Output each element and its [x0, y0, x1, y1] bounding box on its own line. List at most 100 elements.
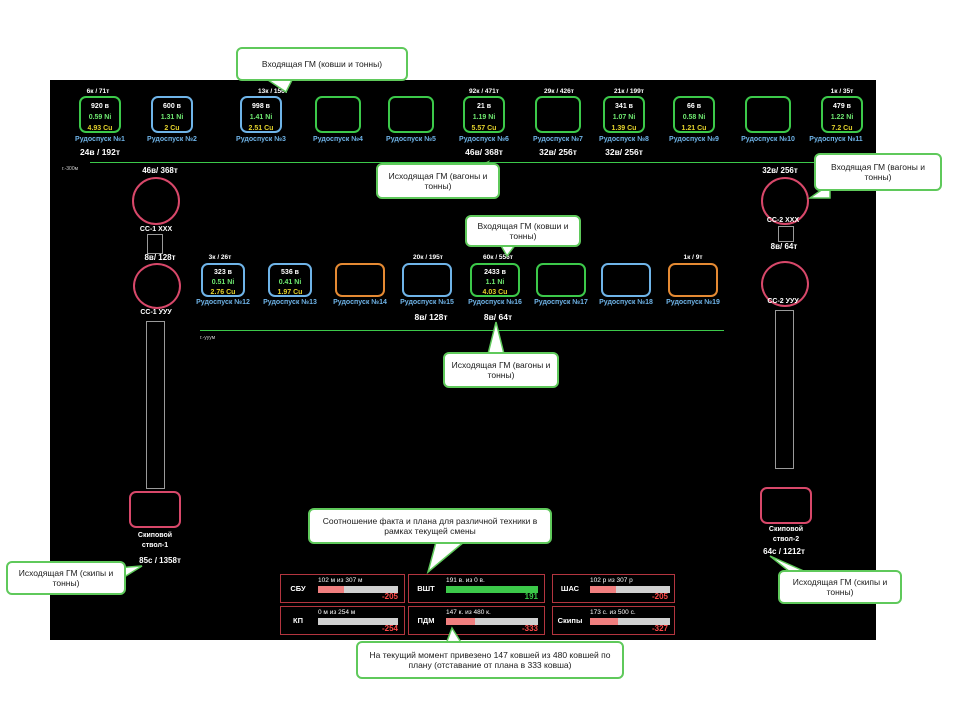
chute-7-label: Рудоспуск №7 [533, 136, 583, 143]
chute-2-cu: 2 Cu [164, 125, 180, 132]
chute-10-box[interactable] [745, 96, 791, 133]
chute-8-cu: 1.39 Cu [611, 125, 637, 132]
chute-9-ni: 0.58 Ni [682, 114, 706, 121]
chute-1-bottom: 24в / 192т [79, 147, 121, 157]
chute-18-box[interactable] [601, 263, 651, 297]
chute-9-cu: 1.21 Cu [681, 125, 707, 132]
left-skip-value: 85с / 1358т [139, 556, 181, 565]
kpi-skips[interactable]: Скипы 173 с. из 500 с. -327 [552, 606, 675, 635]
chute-13-cu: 1.97 Cu [277, 289, 303, 296]
left-skip-label-1: Скиповой [137, 532, 173, 539]
right-skip-label-1: Скиповой [768, 526, 804, 533]
chute-8-volume: 341 в [615, 103, 633, 110]
chute-12-top: 3к / 26т [208, 254, 232, 261]
chute-11-box[interactable]: 479 в 1.22 Ni 7.2 Cu [821, 96, 863, 133]
chute-1-volume: 920 в [91, 103, 109, 110]
chute-19-box[interactable] [668, 263, 718, 297]
right-skip-value: 64с / 1212т [763, 547, 805, 556]
callout-right-in: Входящая ГМ (вагоны и тонны) [814, 153, 942, 191]
kpi-vsht-fill [446, 586, 538, 593]
left-cc1-circle[interactable] [132, 177, 180, 225]
right-cc1-circle[interactable] [761, 177, 809, 225]
kpi-sbu[interactable]: СБУ 102 м из 307 м -205 [280, 574, 405, 603]
lower-level-line [200, 330, 724, 331]
chute-3-box[interactable]: 998 в 1.41 Ni 2.51 Cu [240, 96, 282, 133]
left-cc2-top: 8в/ 128т [144, 253, 176, 262]
kpi-vsht-name: ВШТ [417, 584, 435, 593]
chute-6-box[interactable]: 21 в 1.19 Ni 5.57 Cu [463, 96, 505, 133]
chute-7-box[interactable] [535, 96, 581, 133]
chute-12-ni: 0.51 Ni [211, 279, 235, 286]
chute-2-ni: 1.31 Ni [160, 114, 184, 121]
pointer-ratio [426, 541, 467, 575]
chute-6-volume: 21 в [476, 103, 492, 110]
chute-14-label: Рудоспуск №14 [333, 299, 387, 306]
right-skip-box[interactable] [760, 487, 812, 524]
chute-12-box[interactable]: 323 в 0.51 Ni 2.76 Cu [201, 263, 245, 297]
kpi-sbu-fill [318, 586, 345, 593]
chute-6-label: Рудоспуск №6 [459, 136, 509, 143]
chute-11-cu: 7.2 Cu [831, 125, 853, 132]
kpi-vsht-text: 191 в. из 0 в. [446, 577, 485, 584]
chute-2-volume: 600 в [163, 103, 181, 110]
chute-14-box[interactable] [335, 263, 385, 297]
left-cc1-top: 46в/ 368т [142, 166, 178, 175]
left-cc2-circle[interactable] [133, 263, 181, 309]
chute-1-box[interactable]: 920 в 0.59 Ni 4.93 Cu [79, 96, 121, 133]
chute-16-top: 60к / 556т [483, 254, 513, 261]
chute-4-label: Рудоспуск №4 [313, 136, 363, 143]
right-cc2-label: СС-2 УУУ [767, 298, 799, 305]
callout-bottom: На текущий момент привезено 147 ковшей и… [356, 641, 624, 679]
kpi-kp[interactable]: КП 0 м из 254 м -254 [280, 606, 405, 635]
kpi-shas[interactable]: ШАС 102 р из 307 р -205 [552, 574, 675, 603]
kpi-pdm-name: ПДМ [417, 616, 435, 625]
chute-4-box[interactable] [315, 96, 361, 133]
callout-right-out: Исходящая ГМ (скипы и тонны) [778, 570, 902, 604]
chute-10-label: Рудоспуск №10 [741, 136, 795, 143]
chute-6-ni: 1.19 Ni [472, 114, 496, 121]
chute-1-top: 6к / 71т [86, 88, 110, 95]
chute-3-ni: 1.41 Ni [249, 114, 273, 121]
chute-7-top: 29к / 426т [544, 88, 574, 95]
chute-15-top: 20к / 195т [413, 254, 443, 261]
chute-15-box[interactable] [402, 263, 452, 297]
left-cc1-label: СС-1 ХХХ [139, 226, 173, 233]
right-connector-upper [778, 226, 794, 242]
chute-11-label: Рудоспуск №11 [809, 136, 863, 143]
kpi-pdm[interactable]: ПДМ 147 к. из 480 к. -333 [408, 606, 545, 635]
chute-3-label: Рудоспуск №3 [236, 136, 286, 143]
chute-3-top: 13к / 156т [258, 88, 288, 95]
chute-13-ni: 0.41 Ni [278, 279, 302, 286]
chute-8-ni: 1.07 Ni [612, 114, 636, 121]
chute-16-box[interactable]: 2433 в 1.1 Ni 4.03 Cu [470, 263, 520, 297]
kpi-shas-name: ШАС [560, 584, 580, 593]
chute-5-box[interactable] [388, 96, 434, 133]
left-skip-label-2: ствол-1 [141, 542, 169, 549]
kpi-sbu-text: 102 м из 307 м [318, 577, 363, 584]
chute-17-box[interactable] [536, 263, 586, 297]
chute-6-top: 92к / 471т [469, 88, 499, 95]
kpi-shas-fill [590, 586, 617, 593]
lower-level-label: г.-ууум [200, 335, 216, 341]
kpi-sbu-diff: -205 [381, 592, 398, 601]
chute-2-box[interactable]: 600 в 1.31 Ni 2 Cu [151, 96, 193, 133]
chute-16-bottom: 8в/ 64т [483, 312, 513, 322]
chute-12-label: Рудоспуск №12 [196, 299, 250, 306]
right-cc2-circle[interactable] [761, 261, 809, 307]
callout-upper-out: Исходящая ГМ (вагоны и тонны) [376, 163, 500, 199]
left-shaft-tube [146, 321, 165, 489]
right-cc1-label: СС-2 ХХХ [766, 217, 800, 224]
left-cc2-label: СС-1 УУУ [140, 309, 172, 316]
chute-15-bottom: 8в/ 128т [414, 312, 448, 322]
chute-3-cu: 2.51 Cu [248, 125, 274, 132]
chute-15-label: Рудоспуск №15 [400, 299, 454, 306]
chute-6-bottom: 46в/ 368т [465, 147, 503, 157]
left-connector-upper [147, 234, 163, 254]
chute-8-box[interactable]: 341 в 1.07 Ni 1.39 Cu [603, 96, 645, 133]
left-skip-box[interactable] [129, 491, 181, 528]
chute-13-box[interactable]: 536 в 0.41 Ni 1.97 Cu [268, 263, 312, 297]
kpi-vsht[interactable]: ВШТ 191 в. из 0 в. 191 [408, 574, 545, 603]
kpi-skips-text: 173 с. из 500 с. [590, 609, 636, 616]
kpi-shas-bar [590, 586, 670, 593]
chute-9-box[interactable]: 66 в 0.58 Ni 1.21 Cu [673, 96, 715, 133]
